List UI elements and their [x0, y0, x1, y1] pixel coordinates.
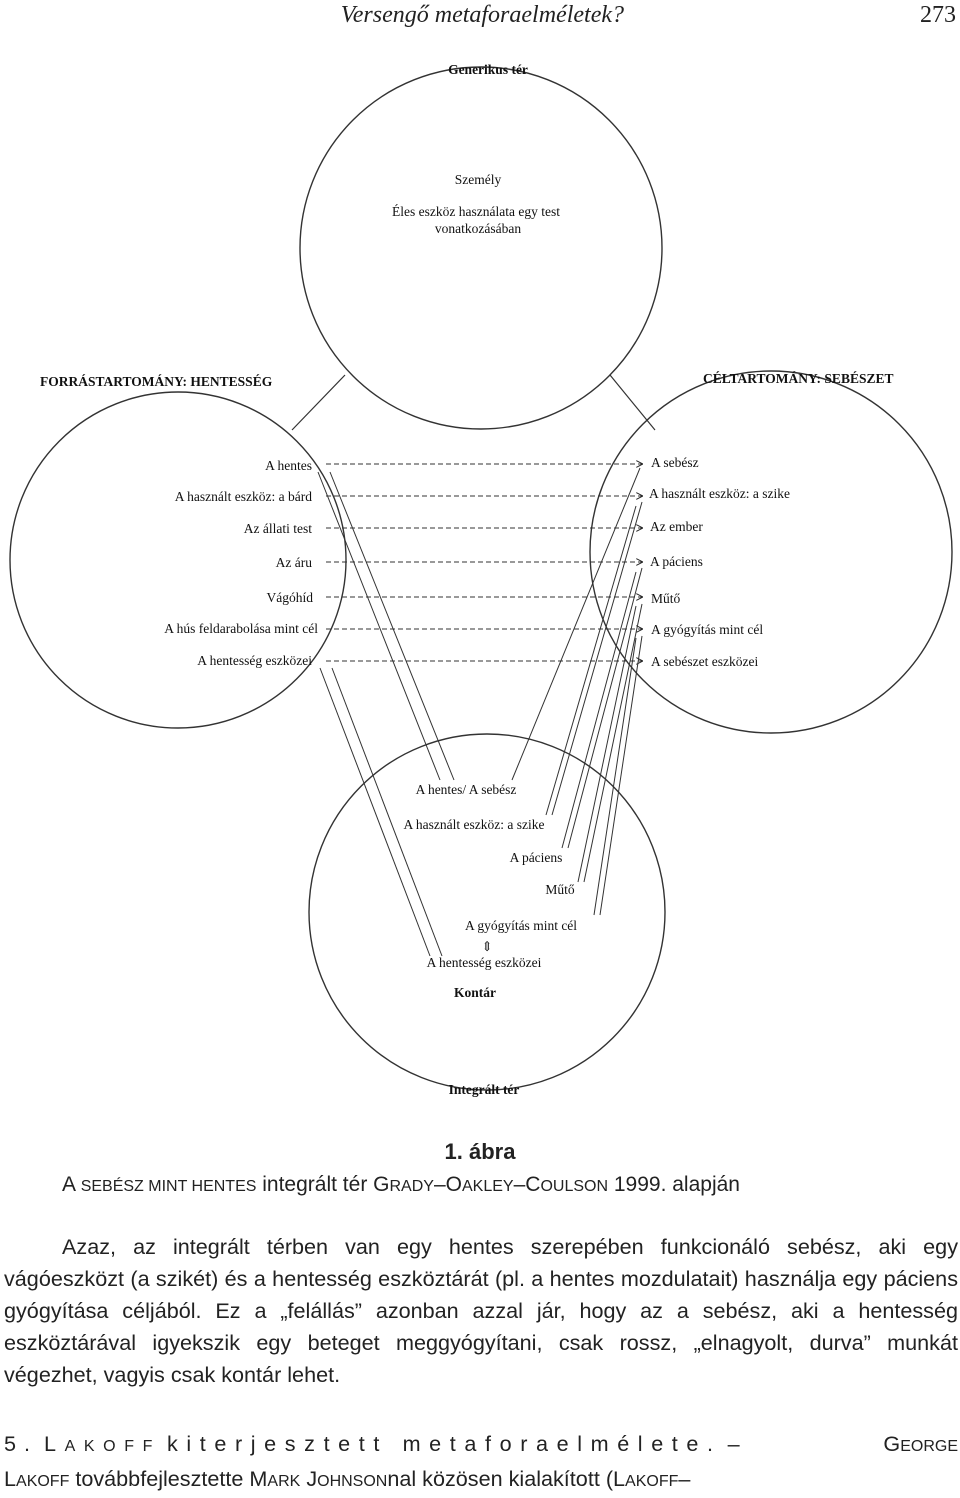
- caption-part: integrált tér: [256, 1173, 374, 1196]
- source-item: Az áru: [276, 555, 313, 570]
- generic-item-sharp-tool: Éles eszköz használata egy test: [392, 204, 560, 219]
- source-item: A használt eszköz: a bárd: [175, 489, 312, 504]
- source-domain-label: FORRÁSTARTOMÁNY: HENTESSÉG: [40, 374, 273, 389]
- paragraph-segment: Azaz, az integrált térben van egy hentes…: [4, 1234, 958, 1323]
- section-author: GEORGE: [883, 1428, 958, 1463]
- source-item: A hentes: [265, 458, 312, 473]
- blend-bottom-label: Kontár: [454, 985, 496, 1000]
- section-title-initial: L: [44, 1431, 65, 1456]
- blend-space-label: Integrált tér: [449, 1082, 520, 1097]
- target-item: Az ember: [650, 519, 703, 534]
- caption-part: O: [445, 1173, 462, 1196]
- page-number: 273: [920, 2, 956, 28]
- caption-part: –: [513, 1173, 526, 1196]
- section-title-rest: kiterjesztett metaforaelmélete.: [166, 1431, 722, 1456]
- blend-item-patient: A páciens: [510, 850, 563, 865]
- caption-part: C: [525, 1173, 541, 1196]
- caption-part: AKLEY: [461, 1178, 514, 1195]
- section-dash: –: [727, 1431, 740, 1456]
- section-number: 5.: [4, 1431, 39, 1456]
- blend-item-tool: A használt eszköz: a szike: [404, 817, 545, 832]
- caption-part: G: [373, 1173, 390, 1196]
- target-item: A páciens: [650, 554, 703, 569]
- source-item: Az állati test: [244, 521, 312, 536]
- running-title: Versengő metaforaelméletek?: [340, 2, 624, 28]
- figure-number: 1. ábra: [444, 1139, 516, 1164]
- paragraph-segment: munkát végezhet, vagyis csak kontár lehe…: [4, 1330, 958, 1387]
- paragraph-segment: „felállás”: [280, 1298, 362, 1323]
- paragraph-segment: azonban azzal jár, hogy az a sebész, aki…: [4, 1298, 958, 1355]
- section-heading: 5. LAKOFF kiterjesztett metaforaelmélete…: [4, 1428, 958, 1498]
- line2-part: továbbfejlesztette: [69, 1466, 250, 1491]
- section-heading-line-2: LAKOFF továbbfejlesztette MARK JOHNSONna…: [4, 1466, 690, 1491]
- source-domain-circle: [9, 391, 347, 729]
- generic-item-person: Személy: [455, 172, 502, 187]
- line2-part: nal közösen kialakított (: [387, 1466, 614, 1491]
- section-title-smallcaps: AKOFF: [64, 1438, 161, 1455]
- source-item: A hentesség eszközei: [197, 653, 312, 668]
- body-paragraph: Azaz, az integrált térben van egy hentes…: [4, 1231, 958, 1391]
- blend-item-butchery-tools: A hentesség eszközei: [427, 955, 542, 970]
- blend-item-butcher-surgeon: A hentes/ A sebész: [416, 782, 517, 797]
- line2-part: M: [249, 1466, 268, 1491]
- paragraph-segment: „elnagyolt, durva”: [693, 1330, 871, 1355]
- target-item: A sebészet eszközei: [651, 654, 758, 669]
- author-smallcaps: EORGE: [900, 1438, 958, 1455]
- caption-part: –: [433, 1173, 446, 1196]
- line2-part: ARK: [267, 1473, 301, 1490]
- blend-item-theatre: Műtő: [545, 882, 575, 897]
- target-item: A használt eszköz: a szike: [649, 486, 790, 501]
- section-heading-line-1: 5. LAKOFF kiterjesztett metaforaelmélete…: [4, 1428, 958, 1463]
- generic-space-circle: [299, 66, 663, 430]
- clash-arrow-icon: ⇕: [481, 939, 492, 954]
- line2-part: OHNSON: [317, 1473, 388, 1490]
- caption-part: SEBÉSZ MINT HENTES: [80, 1178, 257, 1195]
- caption-part: 1999. alapján: [608, 1173, 740, 1196]
- author-initial: G: [883, 1431, 901, 1456]
- blend-circle: [308, 733, 666, 1091]
- line2-part: L: [4, 1466, 17, 1491]
- caption-part: OULSON: [540, 1178, 609, 1195]
- target-item: A sebész: [651, 455, 699, 470]
- target-domain-circle: [589, 370, 953, 734]
- caption-part: RADY: [389, 1178, 434, 1195]
- figure-caption: A SEBÉSZ MINT HENTES integrált tér GRADY…: [62, 1173, 740, 1197]
- conceptual-blending-diagram: Generikus tér Személy Éles eszköz haszná…: [9, 62, 953, 1097]
- source-item: Vágóhíd: [267, 590, 314, 605]
- generic-space-label: Generikus tér: [448, 62, 528, 77]
- target-item: A gyógyítás mint cél: [651, 622, 763, 637]
- line2-part: –: [678, 1466, 691, 1491]
- line2-part: AKOFF: [625, 1473, 679, 1490]
- line2-part: L: [613, 1466, 626, 1491]
- generic-item-sharp-tool-2: vonatkozásában: [435, 221, 521, 236]
- line2-part: AKOFF: [16, 1473, 70, 1490]
- blend-item-healing-goal: A gyógyítás mint cél: [465, 918, 577, 933]
- line2-part: J: [306, 1466, 318, 1491]
- source-item: A hús feldarabolása mint cél: [164, 621, 318, 636]
- target-domain-label: CÉLTARTOMÁNY: SEBÉSZET: [703, 371, 893, 386]
- caption-part: A: [62, 1173, 81, 1196]
- target-item: Műtő: [651, 591, 681, 606]
